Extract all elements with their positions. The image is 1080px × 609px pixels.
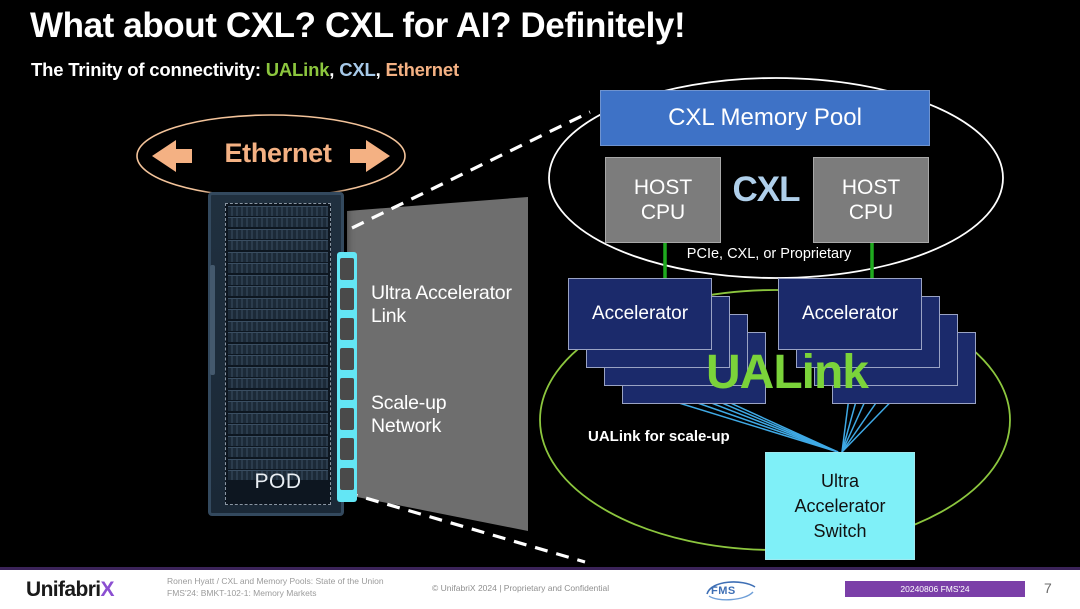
rack-chassis: POD: [225, 203, 331, 505]
ethernet-left-arrow: [152, 140, 192, 172]
cxl-memory-pool-box: CXL Memory Pool: [600, 90, 930, 146]
rack-pod-label: POD: [254, 470, 302, 493]
accelerator-right-label: Accelerator: [778, 278, 922, 350]
scaleup-trapezoid: [347, 197, 528, 531]
slide-title: What about CXL? CXL for AI? Definitely!: [30, 6, 686, 45]
page-number: 7: [1044, 580, 1052, 596]
footer-date-badge: 20240806 FMS'24: [845, 581, 1025, 597]
server-rack: POD: [208, 192, 344, 516]
unifabrix-logo: UnifabriX: [26, 578, 115, 602]
footer-credit-line-2: FMS'24: BMKT-102-1: Memory Markets: [167, 588, 317, 598]
ualink-emphasis-word: UALink: [706, 346, 869, 399]
rack-connector-strip: [337, 252, 357, 502]
subtitle-sep-1: ,: [329, 59, 340, 80]
footer-credit: Ronen Hyatt / CXL and Memory Pools: Stat…: [167, 575, 384, 599]
accelerator-left-label: Accelerator: [568, 278, 712, 350]
ualink-scaleup-label: UALink for scale-up: [588, 428, 730, 445]
unifabrix-logo-text: Unifabri: [26, 578, 101, 601]
subtitle-ethernet: Ethernet: [385, 59, 459, 80]
footer-credit-line-1: Ronen Hyatt / CXL and Memory Pools: Stat…: [167, 576, 384, 586]
unifabrix-logo-x: X: [100, 578, 115, 601]
ethernet-label: Ethernet: [224, 138, 332, 168]
footer-copyright: © UnifabriX 2024 | Proprietary and Confi…: [432, 583, 610, 593]
slide-footer: UnifabriX Ronen Hyatt / CXL and Memory P…: [0, 567, 1080, 609]
subtitle-sep-2: ,: [375, 59, 386, 80]
svg-text:FMS: FMS: [711, 585, 736, 597]
rack-side-panel: [210, 265, 215, 375]
pcie-cxl-proprietary-label: PCIe, CXL, or Proprietary: [686, 246, 852, 262]
subtitle-cxl: CXL: [339, 59, 376, 80]
slide-subtitle: The Trinity of connectivity: UALink, CXL…: [31, 59, 459, 81]
fms-logo-icon: FMS: [706, 581, 756, 601]
callout-dashed-top: [351, 110, 591, 230]
subtitle-prefix: The Trinity of connectivity:: [31, 59, 266, 80]
subtitle-ualink: UALink: [265, 59, 330, 80]
cxl-emphasis-word: CXL: [732, 170, 801, 209]
callout-dashed-bottom: [344, 490, 586, 564]
